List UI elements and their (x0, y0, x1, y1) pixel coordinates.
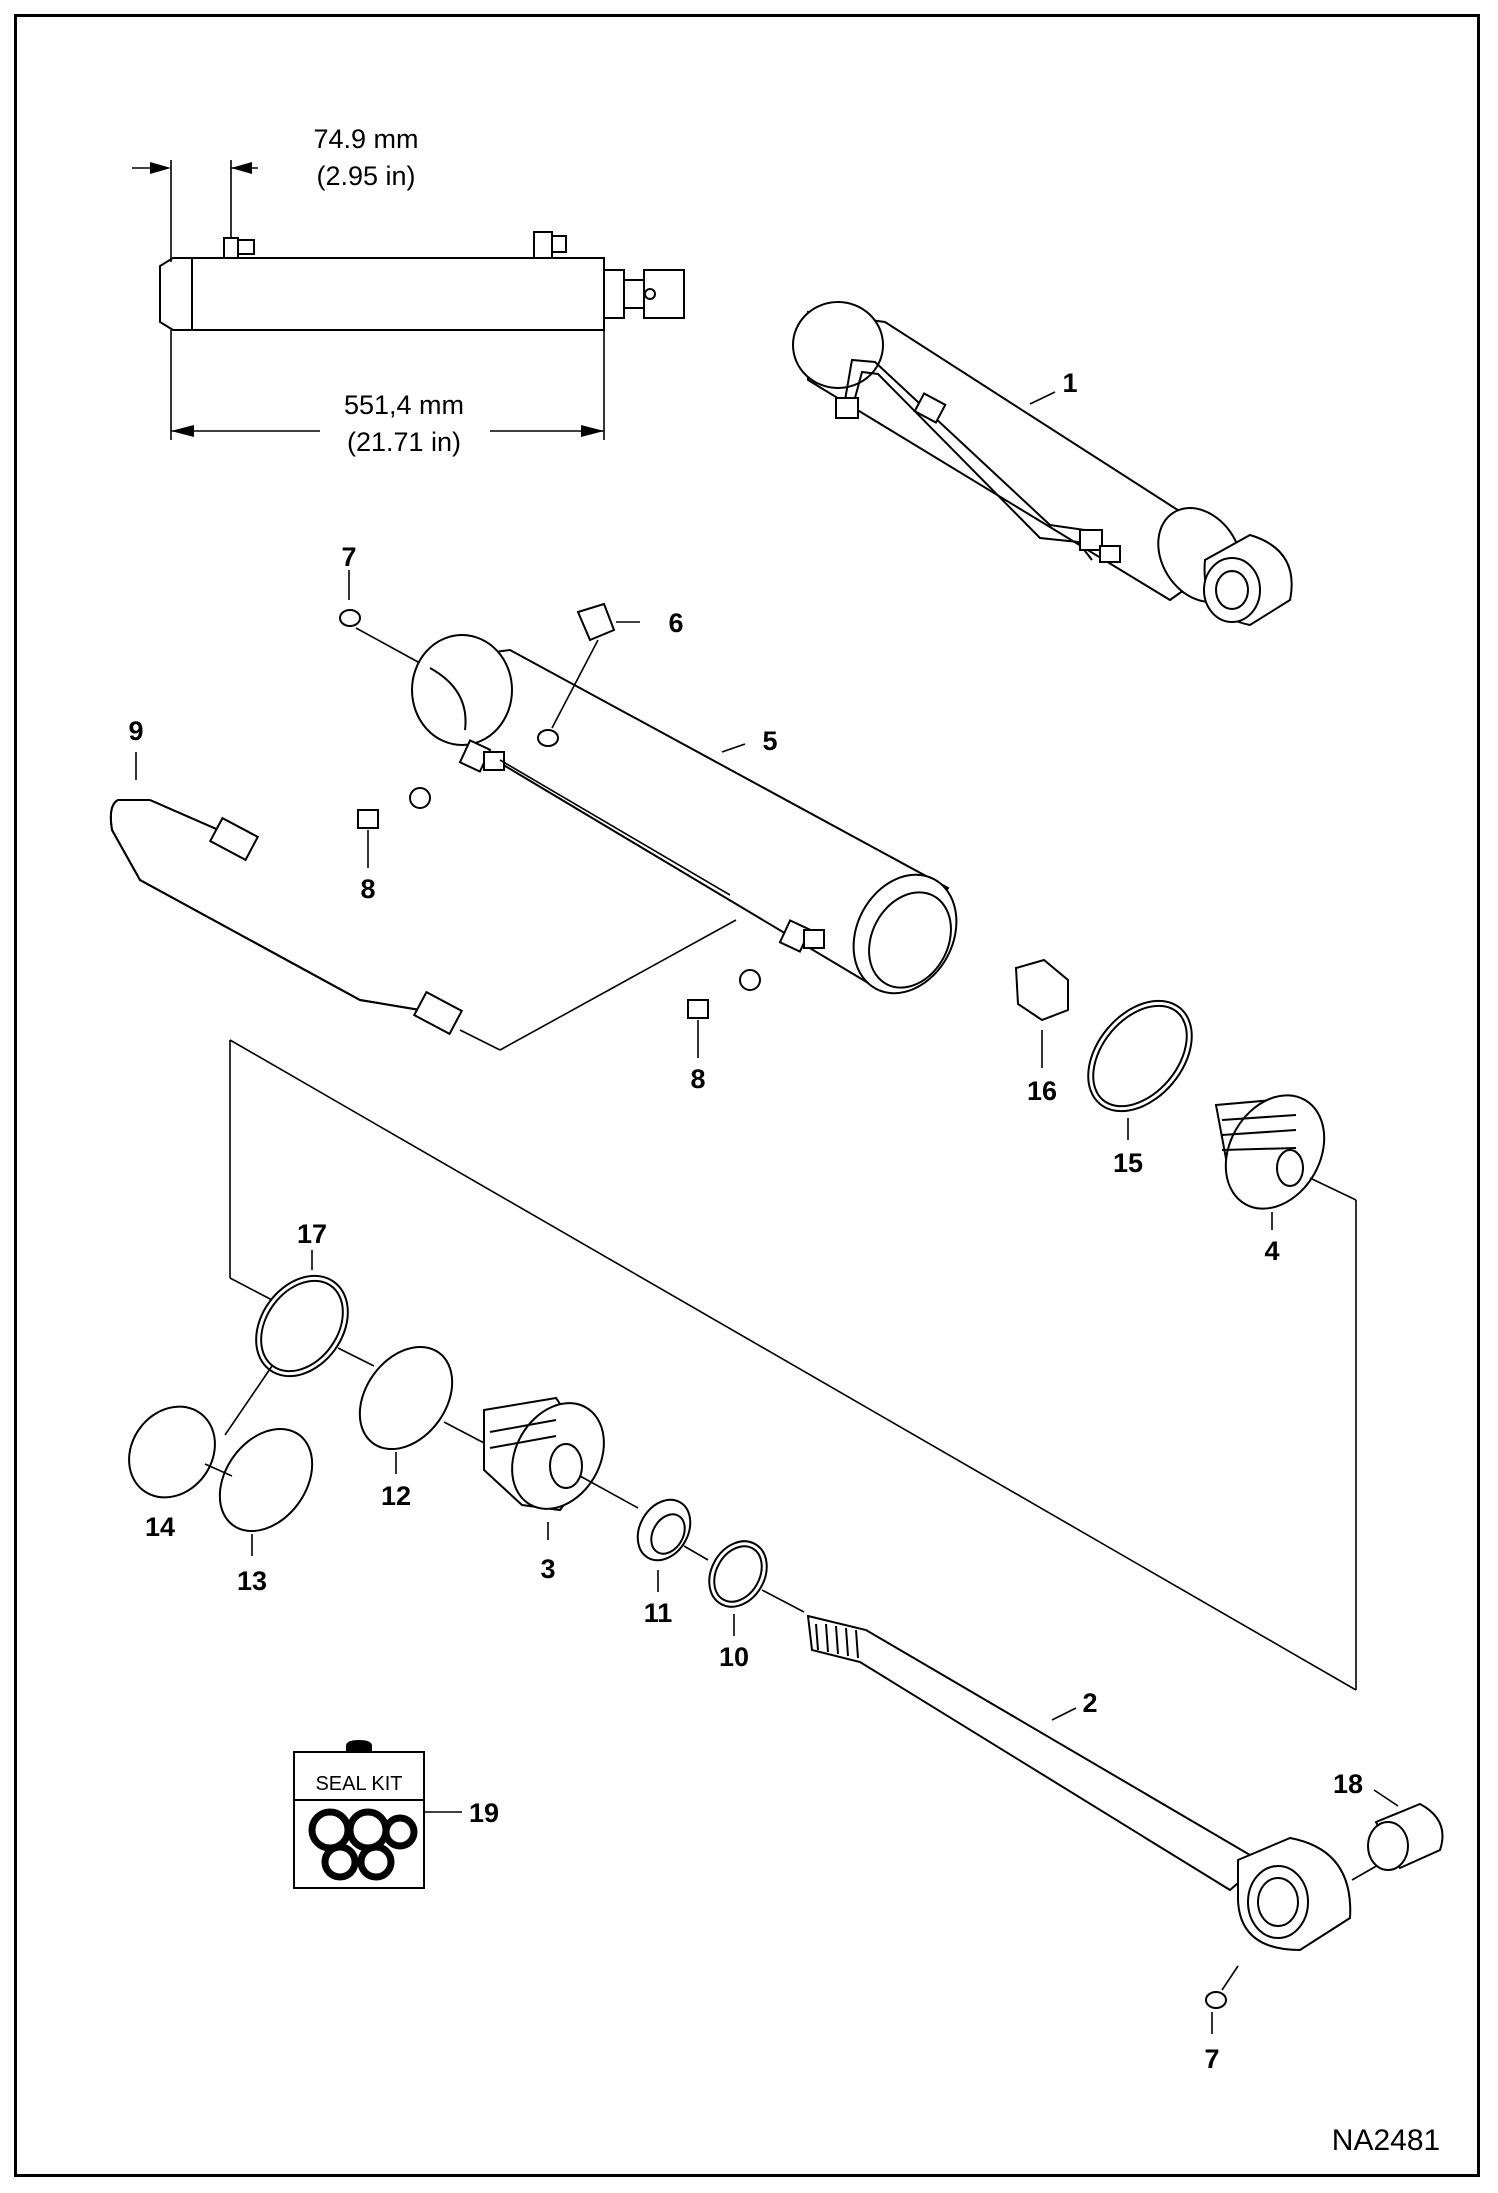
part-7-grease-fitting-bottom: 7 (1204, 1965, 1239, 2074)
rod-2-thread (815, 1623, 859, 1659)
rod-2-shaft (806, 1614, 1264, 1892)
dim-cylinder-gland (603, 269, 625, 319)
dim-long-in: (21.71 in) (347, 427, 461, 457)
piston-4-face (1224, 1094, 1326, 1210)
part-9-tube: 9 (109, 716, 737, 1051)
part-7-grease-fitting-top: 7 (339, 542, 361, 627)
callout-2: 2 (1082, 1688, 1097, 1718)
dim-short-mm: 74.9 mm (313, 124, 418, 154)
callout-7-bottom: 7 (1204, 2044, 1219, 2074)
dim-long-mm: 551,4 mm (344, 390, 464, 420)
barrel-5-end-cap (411, 634, 513, 746)
o-ring-13 (218, 1427, 314, 1533)
o-ring-8-rear (739, 969, 761, 991)
part-2-rod: 2 (806, 1614, 1381, 1952)
callout-14: 14 (145, 1512, 175, 1542)
wear-ring-11 (636, 1498, 692, 1562)
callout-3: 3 (540, 1554, 555, 1584)
dim-fitting-left-nut (237, 239, 255, 255)
o-ring-8-front (409, 787, 431, 809)
o-ring-14 (128, 1405, 216, 1499)
barrel-5-open-end (852, 873, 958, 995)
callout-8-rear: 8 (690, 1064, 705, 1094)
part-6-plug: 6 (537, 602, 684, 747)
part-1-assembled-cylinder: 1 (792, 301, 1293, 627)
seal-kit-hanger-tab (346, 1740, 372, 1752)
callout-12: 12 (381, 1481, 411, 1511)
callout-1: 1 (1062, 368, 1077, 398)
plug-6 (576, 602, 616, 642)
dim-fitting-right-nut (551, 235, 567, 253)
callout-15: 15 (1113, 1148, 1143, 1178)
piston-4-bore (1276, 1149, 1304, 1187)
tube-9-nut-b (412, 990, 464, 1036)
dim-rod (623, 279, 645, 309)
part-3-gland: 3 (483, 1396, 639, 1584)
callout-5: 5 (762, 726, 777, 756)
cylinder-1-fitting-a (835, 397, 859, 419)
cylinder-1-end-cap (792, 301, 884, 389)
part-19-seal-kit: SEAL KIT 19 (293, 1740, 499, 1889)
callout-8-front: 8 (360, 874, 375, 904)
dim-fitting-right (533, 231, 553, 259)
diagram-frame (14, 14, 1480, 2177)
callout-9: 9 (128, 716, 143, 746)
cylinder-1-bushing (1215, 570, 1249, 610)
gland-3-bore (549, 1443, 583, 1489)
callout-19: 19 (469, 1798, 499, 1828)
grease-fitting-7-bottom (1205, 1991, 1227, 2009)
dim-cylinder-tube (191, 257, 605, 331)
callout-17: 17 (297, 1219, 327, 1249)
part-5-barrel: 5 (355, 627, 958, 995)
o-rings-group: 17 12 14 13 (128, 1040, 487, 1596)
grease-fitting-7-top (339, 609, 361, 627)
part-10-wiper: 10 (708, 1540, 805, 1672)
part-11-wear-ring: 11 (636, 1498, 709, 1628)
dimension-drawing: 74.9 mm (2.95 in) 551,4 mm (21.71 in) (132, 124, 685, 457)
callout-13: 13 (237, 1566, 267, 1596)
callout-4: 4 (1264, 1236, 1279, 1266)
o-ring-12 (358, 1345, 454, 1451)
bushing-18-face (1367, 1821, 1409, 1871)
callout-6: 6 (668, 608, 683, 638)
part-15-seal: 15 (1087, 999, 1193, 1178)
cylinder-1-fitting-b (913, 392, 947, 424)
dim-fitting-left (223, 237, 239, 259)
cylinder-1-fitting-d (1099, 545, 1121, 563)
plug-8-rear (687, 999, 709, 1019)
tube-9-nut-a (208, 816, 260, 862)
part-4-piston: 4 (229, 1039, 1357, 1691)
nut-16 (1014, 958, 1069, 1022)
callout-7-top: 7 (341, 542, 356, 572)
part-8-plugs: 8 8 (357, 787, 761, 1094)
dim-rod-eye-hole (644, 288, 656, 300)
callout-16: 16 (1027, 1076, 1057, 1106)
callout-11: 11 (644, 1598, 673, 1628)
dim-cylinder-end-cap (159, 257, 193, 331)
callout-10: 10 (719, 1642, 749, 1672)
callout-18: 18 (1333, 1769, 1363, 1799)
seal-kit-label: SEAL KIT (315, 1773, 402, 1795)
plug-6-seat (537, 729, 559, 747)
dim-short-in: (2.95 in) (316, 161, 415, 191)
drawing-reference: NA2481 (1332, 2124, 1440, 2157)
cylinder-1-fitting-c (1079, 529, 1103, 551)
part-18-bushing: 18 (1333, 1769, 1444, 1871)
rod-2-eye-bore (1247, 1865, 1309, 1939)
part-16-nut: 16 (1014, 958, 1069, 1106)
plug-8-front (357, 809, 379, 829)
